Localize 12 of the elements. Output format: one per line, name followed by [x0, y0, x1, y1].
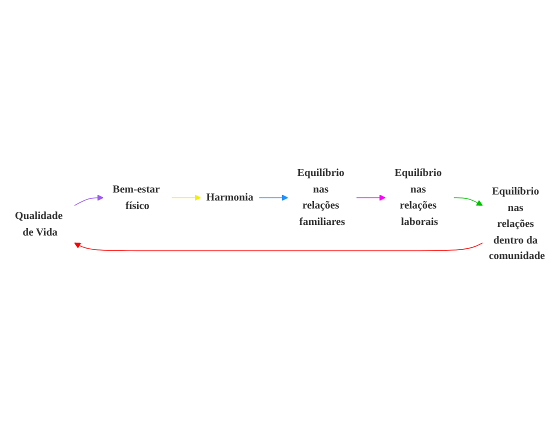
node-text: Equilíbrio nas relações laborais — [394, 168, 442, 228]
node-text: Bem-estar físico — [112, 184, 160, 212]
arrow — [74, 242, 483, 252]
arrow — [454, 197, 483, 206]
arrow — [74, 194, 104, 206]
arrow — [258, 194, 288, 201]
node-text: Equilíbrio nas relações familiares — [297, 168, 345, 228]
node-text: Harmonia — [206, 192, 254, 204]
node-text: Equilíbrio nas relações dentro da comunidade — [488, 186, 545, 262]
node-text: Qualidade de Vida — [14, 210, 63, 238]
arrow — [172, 194, 201, 201]
arrow — [356, 194, 386, 201]
